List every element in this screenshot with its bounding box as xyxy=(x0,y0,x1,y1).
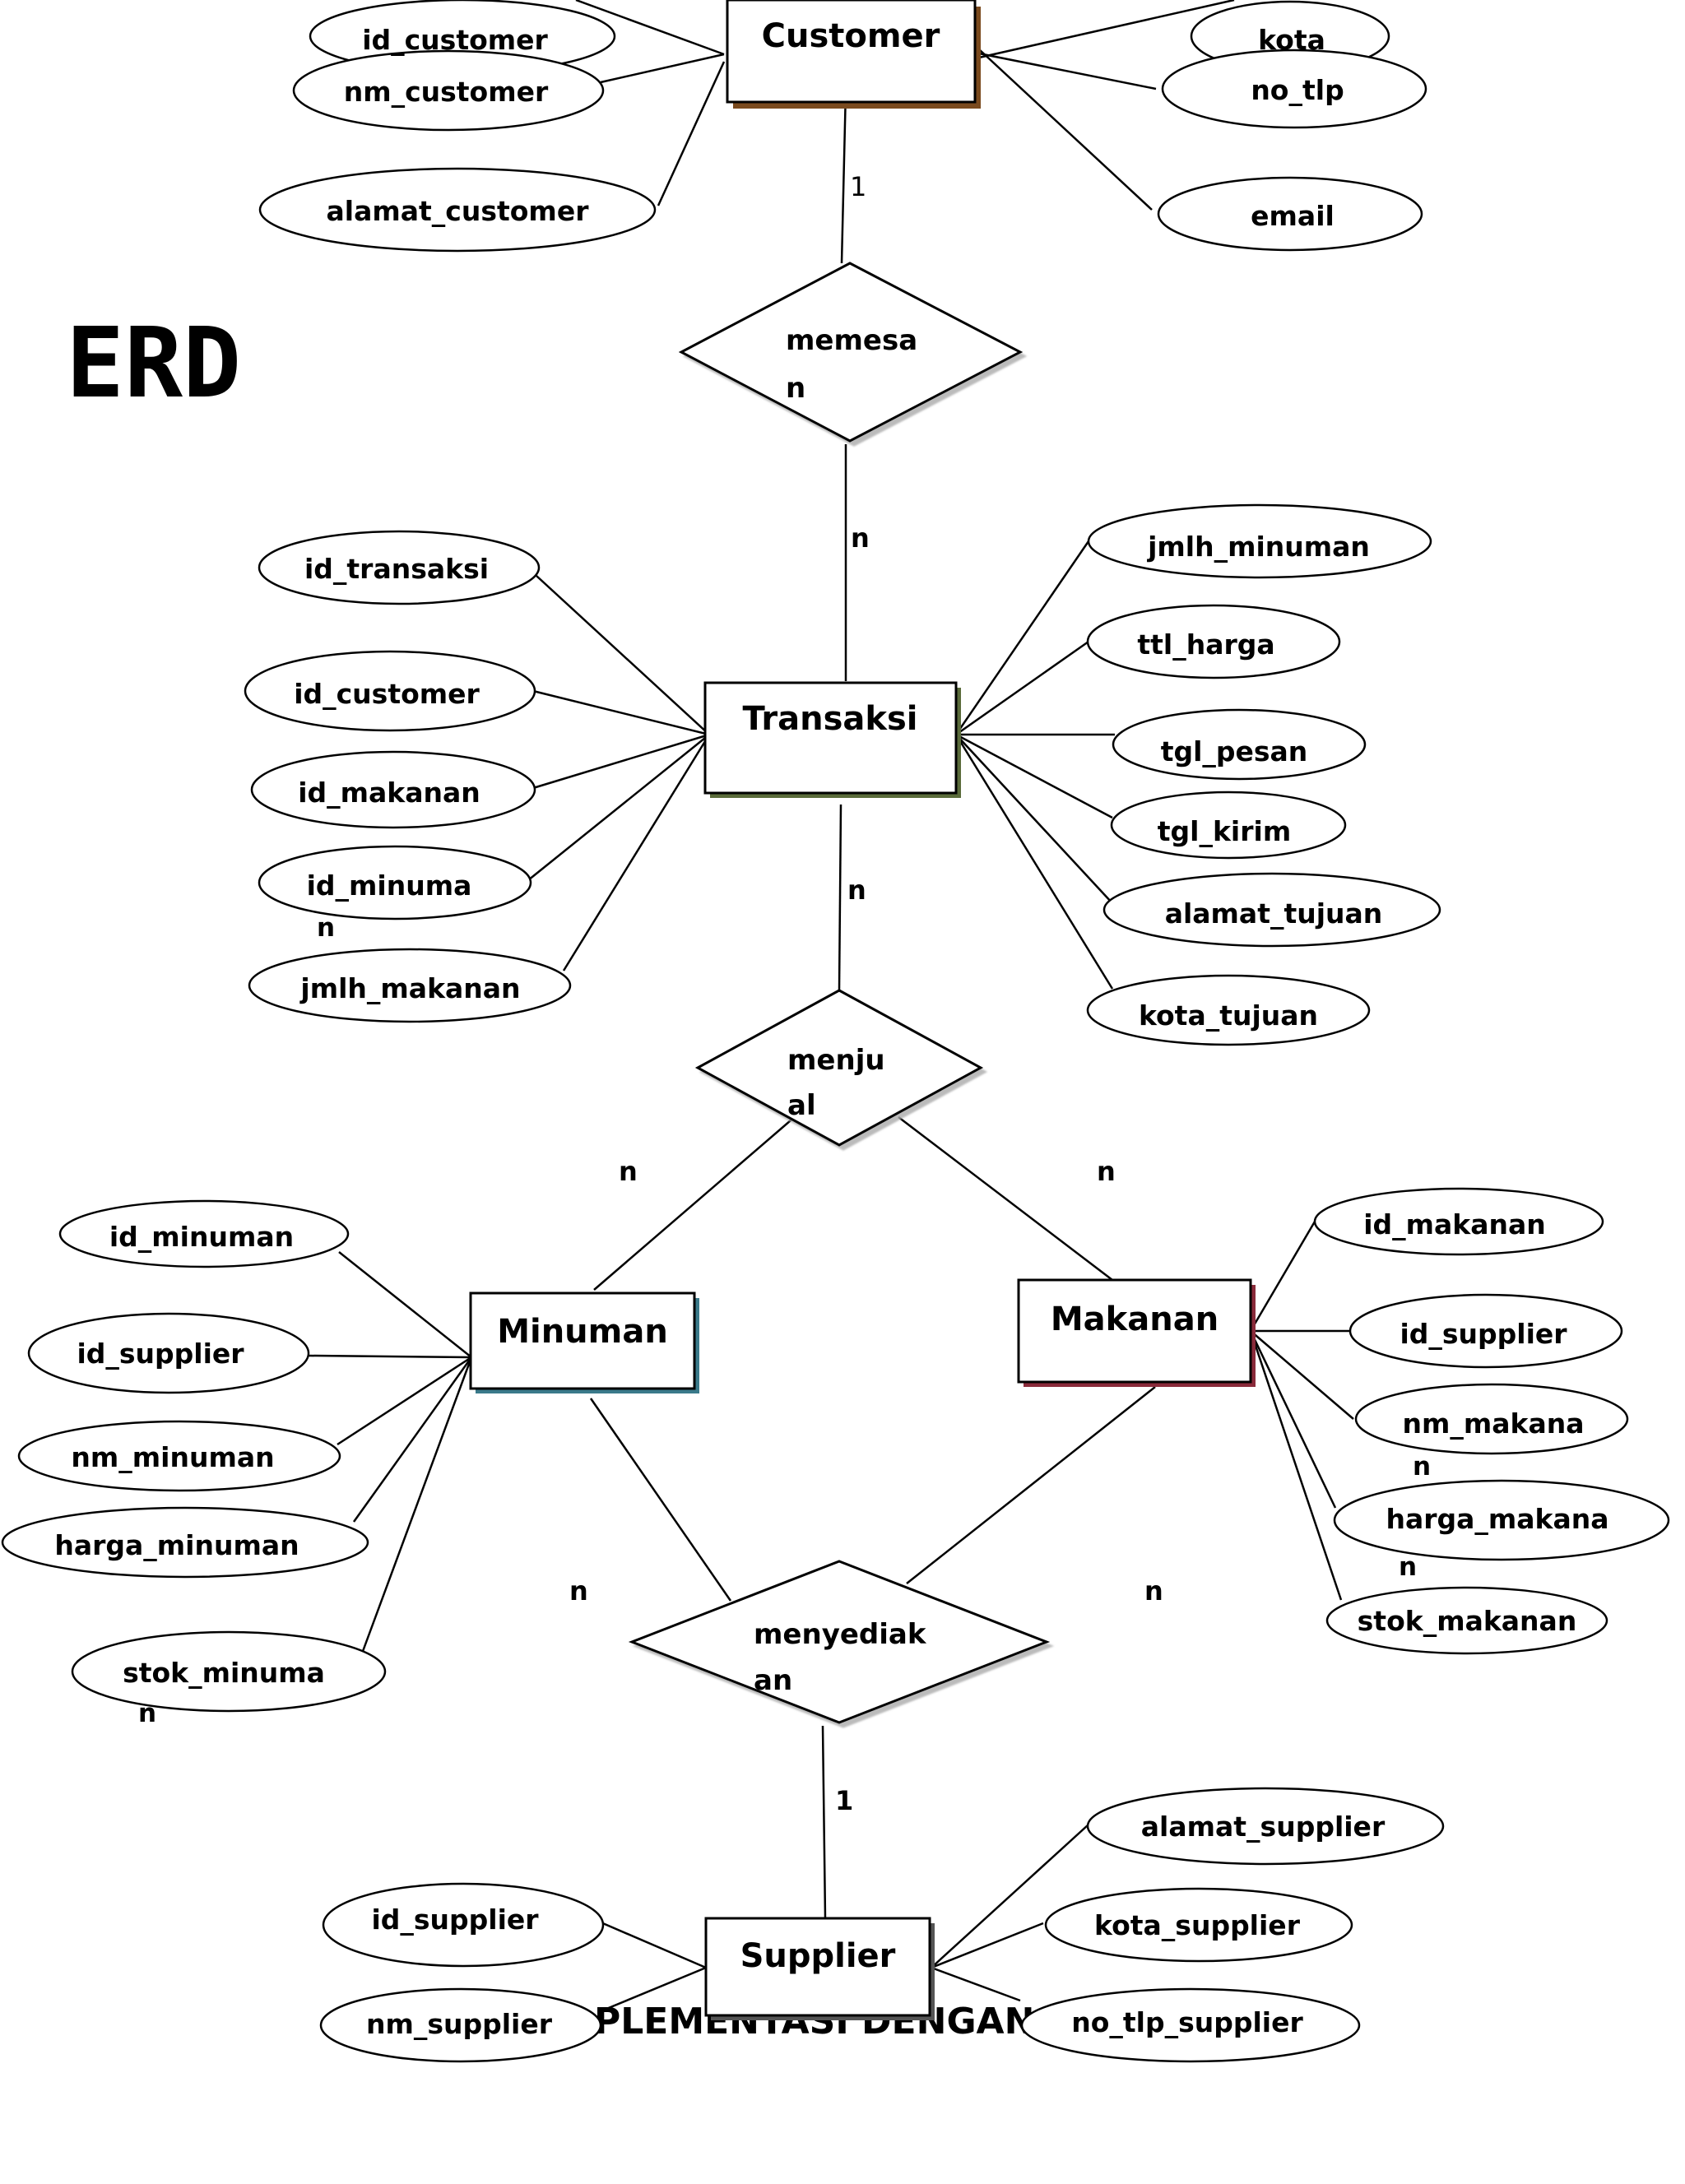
attribute-harga-minuman xyxy=(1,1506,369,1579)
attribute-label: id_supplier xyxy=(371,1903,539,1936)
entity-makanan: Makanan xyxy=(1017,1278,1256,1387)
attribute-label: alamat_customer xyxy=(327,195,590,227)
attribute-id-supplier xyxy=(322,1882,605,1968)
attribute-label: harga_minuman xyxy=(54,1529,299,1561)
attribute-id-supplier-makanan xyxy=(1348,1293,1623,1369)
attribute-label: harga_makana xyxy=(1386,1503,1608,1535)
cardinality-label: n xyxy=(1097,1156,1116,1187)
cardinality-label: n xyxy=(569,1575,588,1607)
attribute-label: nm_makana xyxy=(1402,1407,1584,1440)
attribute-label: jmlh_minuman xyxy=(1146,531,1370,563)
erd-title: ERD xyxy=(66,306,241,420)
connector-lines xyxy=(308,0,1354,2013)
attribute-label: id_customer xyxy=(362,24,548,56)
attribute-no-tlp xyxy=(1161,49,1427,129)
attribute-tgl-kirim xyxy=(1110,791,1347,860)
entity-minuman-label: Minuman xyxy=(497,1313,668,1351)
attribute-label: kota xyxy=(1258,24,1325,56)
attribute-label: stok_makanan xyxy=(1358,1605,1577,1637)
cardinality-label: 1 xyxy=(835,1785,853,1816)
attribute-label: no_tlp xyxy=(1251,74,1344,106)
attribute-overflow-text: n xyxy=(1399,1552,1417,1582)
attribute-label: nm_supplier xyxy=(366,2008,553,2040)
relationship-menyediakan: menyediak an xyxy=(628,1560,1051,1724)
attribute-harga-makanan xyxy=(1333,1479,1670,1561)
attribute-id-transaksi xyxy=(258,530,541,605)
attribute-label: alamat_tujuan xyxy=(1165,897,1383,930)
entity-minuman: Minuman xyxy=(469,1291,699,1393)
attribute-email xyxy=(1157,176,1423,252)
relationship-menyediakan-line2: an xyxy=(754,1664,792,1697)
relationship-menjual: menju al xyxy=(694,989,984,1147)
attribute-label: id_makanan xyxy=(298,777,480,809)
attribute-id-makanan xyxy=(1313,1187,1604,1256)
attribute-stok-makanan xyxy=(1325,1586,1608,1655)
relationship-memesan: memesa n xyxy=(678,262,1024,443)
entity-makanan-label: Makanan xyxy=(1051,1301,1218,1338)
relationship-menjual-line2: al xyxy=(787,1089,816,1122)
attribute-label: kota_tujuan xyxy=(1139,999,1318,1032)
attribute-no-tlp-supplier xyxy=(1020,1987,1361,2063)
attribute-kota-supplier xyxy=(1044,1887,1353,1963)
attribute-overflow-text: n xyxy=(317,913,335,943)
attribute-id-minuman xyxy=(58,1199,350,1268)
attribute-jmlh-minuman xyxy=(1087,503,1432,579)
attribute-stok-minuman xyxy=(71,1630,387,1713)
attribute-nm-customer xyxy=(292,49,605,132)
attribute-id-minuman-fk xyxy=(258,845,532,920)
relationship-menjual-line1: menju xyxy=(787,1044,885,1077)
attribute-label: jmlh_makanan xyxy=(299,972,520,1004)
attribute-alamat-tujuan xyxy=(1102,872,1441,948)
attribute-label: id_supplier xyxy=(1400,1318,1567,1350)
entity-customer-label: Customer xyxy=(762,17,940,55)
attribute-label: ttl_harga xyxy=(1137,628,1274,661)
entity-customer: Customer xyxy=(726,0,981,109)
attribute-label: tgl_kirim xyxy=(1158,815,1291,847)
cardinality-label: n xyxy=(1144,1575,1163,1607)
attribute-nm-minuman xyxy=(17,1420,341,1492)
attribute-alamat-supplier xyxy=(1086,1787,1445,1866)
attribute-id-supplier-minuman xyxy=(27,1312,310,1394)
attribute-label: alamat_supplier xyxy=(1141,1811,1386,1843)
attribute-label: id_makanan xyxy=(1363,1208,1546,1240)
entity-transaksi-label: Transaksi xyxy=(742,700,917,738)
attribute-label: id_minuma xyxy=(307,869,472,902)
attribute-label: nm_customer xyxy=(344,76,549,108)
attribute-nm-makanan xyxy=(1354,1383,1629,1455)
attribute-label: stok_minuma xyxy=(123,1657,325,1689)
attribute-jmlh-makanan xyxy=(248,948,572,1023)
cardinality-label: 1 xyxy=(850,171,866,202)
attribute-label: id_customer xyxy=(294,678,480,710)
attribute-label: id_supplier xyxy=(77,1338,244,1370)
attribute-label: kota_supplier xyxy=(1094,1909,1301,1941)
attribute-id-customer-fk xyxy=(244,650,536,732)
entity-supplier: Supplier xyxy=(704,1917,935,2020)
attribute-overflow-text: n xyxy=(1413,1452,1431,1482)
attribute-overflow-text: n xyxy=(138,1699,156,1728)
attribute-label: email xyxy=(1251,200,1335,232)
attribute-id-makanan-fk xyxy=(250,750,536,829)
attribute-nm-supplier xyxy=(319,1987,602,2063)
attribute-tgl-pesan xyxy=(1112,708,1367,781)
relationship-menyediakan-line1: menyediak xyxy=(754,1618,927,1651)
cardinality-label: n xyxy=(851,522,870,554)
relationship-memesan-line2: n xyxy=(786,372,805,405)
attribute-label: tgl_pesan xyxy=(1161,735,1308,767)
cardinality-label: n xyxy=(847,874,866,906)
attribute-kota-tujuan xyxy=(1086,974,1371,1046)
cardinality-label: n xyxy=(619,1156,638,1187)
entity-transaksi: Transaksi xyxy=(703,681,961,798)
attribute-label: nm_minuman xyxy=(71,1441,274,1473)
attribute-label: no_tlp_supplier xyxy=(1071,2006,1303,2038)
attribute-label: id_transaksi xyxy=(304,553,489,585)
attribute-alamat-customer xyxy=(258,167,657,253)
entity-supplier-label: Supplier xyxy=(740,1937,896,1975)
attribute-ttl-harga xyxy=(1086,604,1341,679)
attribute-label: id_minuman xyxy=(109,1221,294,1253)
relationship-memesan-line1: memesa xyxy=(786,324,917,357)
